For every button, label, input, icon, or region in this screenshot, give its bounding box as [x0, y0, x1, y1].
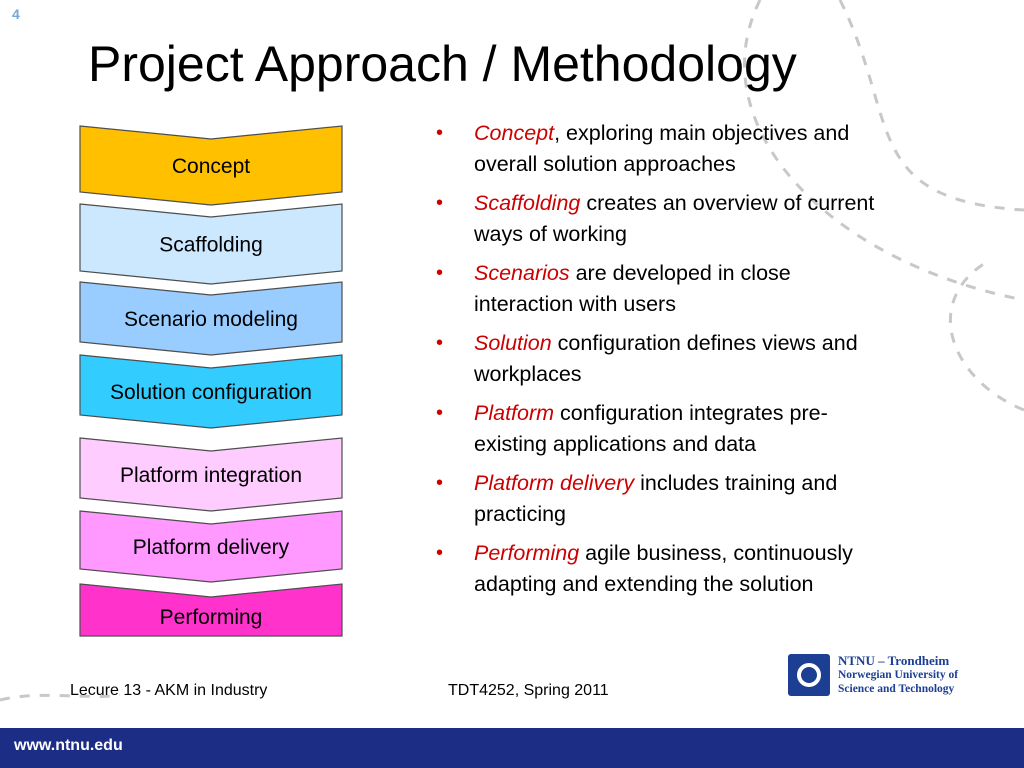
slide-number: 4	[12, 6, 20, 22]
chevron-shape	[79, 203, 343, 285]
chevron-label: Scaffolding	[159, 234, 263, 257]
process-chevrons: Concept Scaffolding Scenario modeling So…	[79, 125, 343, 637]
chevron-label: Platform delivery	[133, 536, 290, 559]
bullet-text: creates an overview of current ways of w…	[474, 191, 875, 246]
chevron-shape	[79, 583, 343, 637]
chevron-shape	[79, 437, 343, 512]
bullet-marker: •	[436, 122, 444, 144]
list-item: • Performing agile business, continuously…	[434, 538, 894, 600]
bullet-marker: •	[436, 192, 444, 214]
bullet-text: includes training and practicing	[474, 471, 838, 526]
bullet-term: Platform	[474, 401, 555, 425]
chevron-performing: Performing	[79, 583, 343, 637]
list-item: • Platform delivery includes training and…	[434, 468, 894, 530]
list-item: • Solution configuration defines views an…	[434, 328, 894, 390]
logo-line-2: Norwegian University of	[838, 669, 959, 681]
list-item: • Scaffolding creates an overview of curr…	[434, 188, 894, 250]
chevron-shape	[79, 281, 343, 356]
chevron-scaffolding: Scaffolding	[79, 203, 343, 285]
bullet-text: agile business, continuously adapting an…	[474, 541, 853, 596]
website-link[interactable]: www.ntnu.edu	[14, 737, 123, 754]
bullet-term: Scenarios	[474, 261, 570, 285]
footer-lecture: Lecure 13 - AKM in Industry	[70, 682, 268, 699]
chevron-label: Concept	[172, 155, 250, 178]
bullet-term: Scaffolding	[474, 191, 581, 215]
chevron-concept: Concept	[79, 125, 343, 206]
bullet-text: configuration defines views and workplac…	[474, 331, 858, 386]
chevron-platform-delivery: Platform delivery	[79, 510, 343, 583]
chevron-label: Solution configuration	[110, 381, 312, 404]
footer-course: TDT4252, Spring 2011	[448, 682, 609, 699]
logo-text: NTNU – Trondheim Norwegian University of…	[838, 654, 958, 696]
bullet-text: , exploring main objectives and overall …	[474, 121, 850, 176]
bullet-marker: •	[436, 472, 444, 494]
ntnu-logo-icon	[788, 654, 830, 696]
chevron-solution-configuration: Solution configuration	[79, 354, 343, 429]
bullet-marker: •	[436, 262, 444, 284]
list-item: • Concept, exploring main objectives and …	[434, 118, 894, 180]
chevron-shape	[79, 125, 343, 206]
bullet-list: • Concept, exploring main objectives and …	[434, 118, 894, 608]
bullet-marker: •	[436, 542, 444, 564]
footer-bar: www.ntnu.edu	[0, 728, 1024, 768]
chevron-label: Platform integration	[120, 464, 302, 487]
chevron-shape	[79, 354, 343, 429]
ntnu-logo: NTNU – Trondheim Norwegian University of…	[788, 654, 1018, 700]
bullet-marker: •	[436, 332, 444, 354]
logo-line-3: Science and Technology	[838, 683, 955, 695]
chevron-label: Scenario modeling	[124, 308, 298, 331]
list-item: • Scenarios are developed in close intera…	[434, 258, 894, 320]
chevron-label: Performing	[160, 606, 263, 629]
slide-title: Project Approach / Methodology	[88, 36, 797, 92]
bullet-term: Solution	[474, 331, 552, 355]
bullet-marker: •	[436, 402, 444, 424]
list-item: • Platform configuration integrates pre-e…	[434, 398, 894, 460]
bullet-term: Performing	[474, 541, 580, 565]
bullet-text: are developed in close interaction with …	[474, 261, 791, 316]
bullet-term: Platform delivery	[474, 471, 635, 495]
bullet-text: configuration integrates pre-existing ap…	[474, 401, 828, 456]
chevron-platform-integration: Platform integration	[79, 437, 343, 512]
bullet-term: Concept	[474, 121, 555, 145]
logo-line-1: NTNU – Trondheim	[838, 653, 950, 668]
chevron-scenario-modeling: Scenario modeling	[79, 281, 343, 356]
chevron-shape	[79, 510, 343, 583]
